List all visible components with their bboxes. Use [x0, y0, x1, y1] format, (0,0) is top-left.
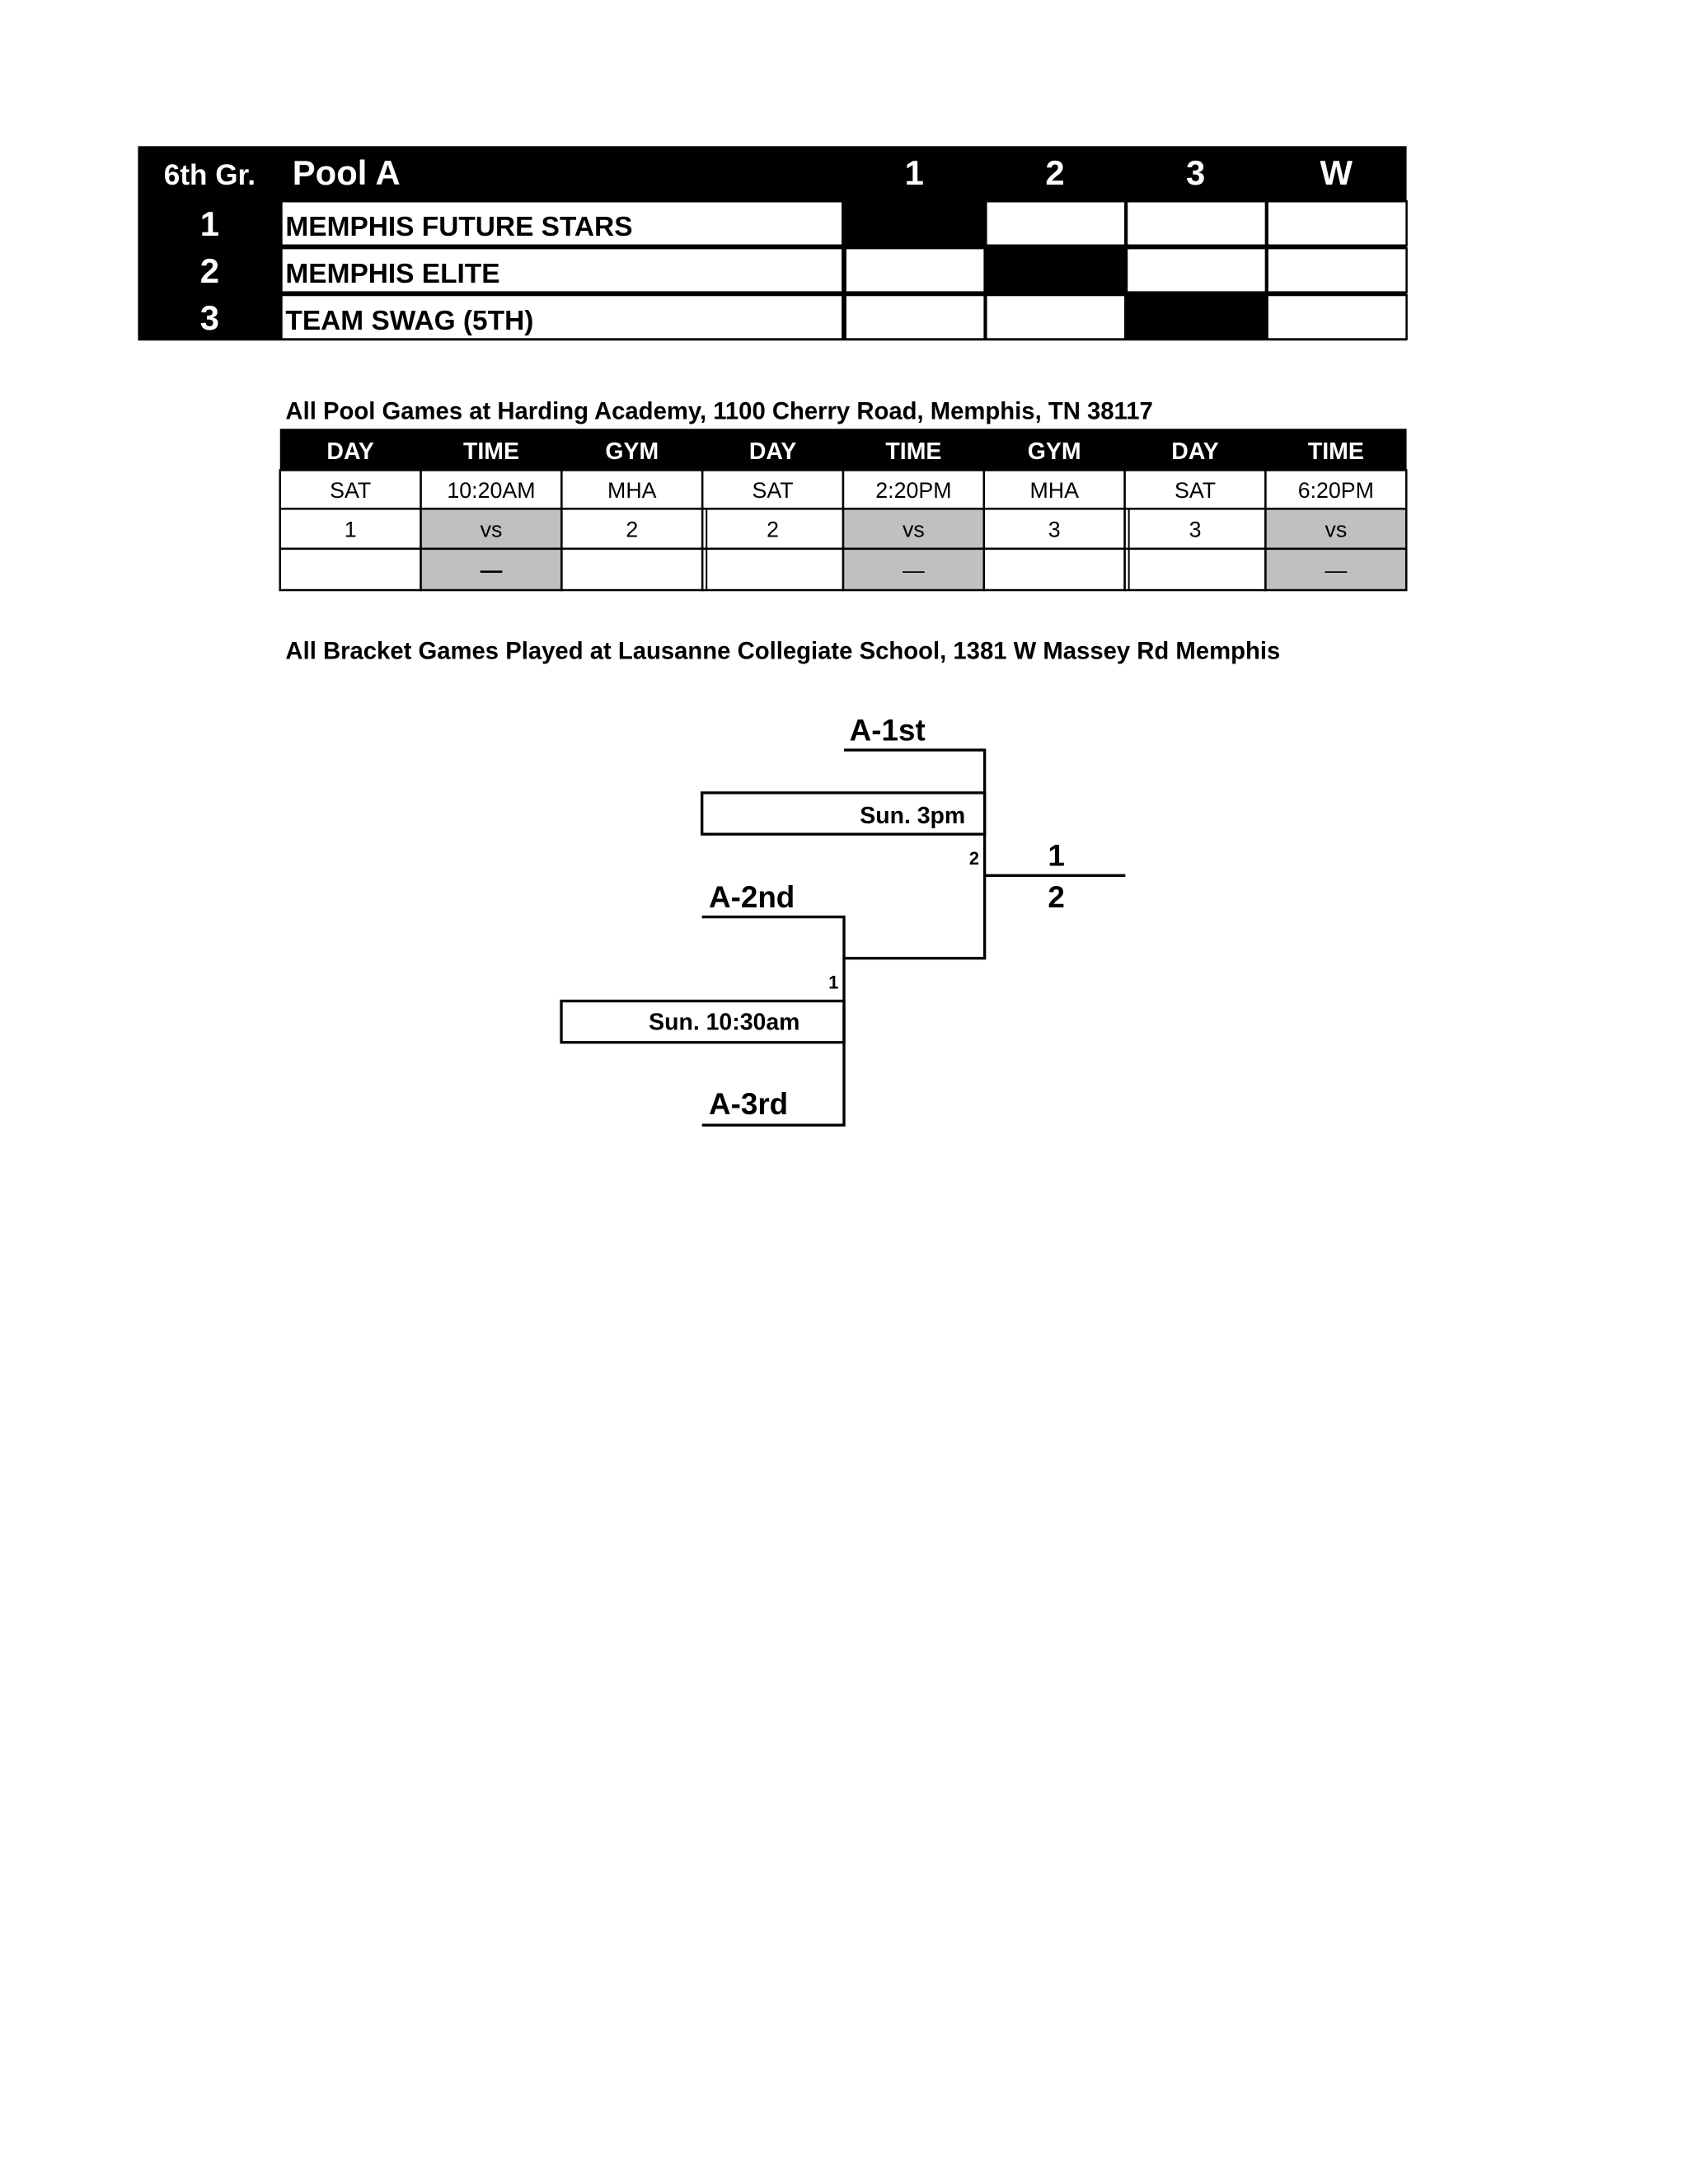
game1-box	[560, 999, 846, 1044]
column-header: 1	[905, 153, 924, 192]
team-row: 3 TEAM SWAG (5TH)	[200, 293, 1408, 340]
pool-standings-table: 6th Gr. Pool A 1 2 3 W 1 MEMPHIS FUTURE …	[138, 146, 1408, 341]
schedule-value: vs	[1325, 518, 1347, 542]
team-name: MEMPHIS FUTURE STARS	[285, 212, 632, 242]
schedule-value: vs	[903, 518, 925, 542]
game2-time: Sun. 3pm	[860, 803, 965, 829]
schedule-value: SAT	[330, 478, 371, 503]
schedule-cell	[279, 508, 422, 551]
team-seed: 3	[200, 298, 219, 337]
schedule-value: vs	[481, 518, 503, 542]
seed-third: A-3rd	[709, 1087, 788, 1121]
wins-cell[interactable]	[1266, 246, 1408, 293]
final-top: 1	[1048, 839, 1064, 873]
score-cell[interactable]	[985, 293, 1127, 340]
wins-cell[interactable]	[1266, 200, 1408, 247]
schedule-cell[interactable]	[420, 547, 563, 592]
team-name-cell	[280, 200, 844, 247]
schedule-cell	[420, 508, 563, 551]
schedule-value: 6:20PM	[1298, 478, 1374, 503]
game2-number: 2	[969, 848, 979, 869]
bracket-labels: A-1st Sun. 3pm 2 1 2 A-2nd 1 Sun. 10:30a…	[649, 713, 1065, 1120]
schedule-value: MHA	[1029, 478, 1079, 503]
schedule-header: GYM	[605, 438, 659, 465]
team-seed: 1	[200, 204, 219, 243]
schedule-header: DAY	[326, 438, 373, 465]
score-cell[interactable]	[985, 200, 1127, 247]
schedule-cell	[1264, 508, 1408, 551]
grade-label: 6th Gr.	[164, 159, 256, 191]
score-cell[interactable]	[844, 293, 986, 340]
schedule-cell[interactable]	[1264, 547, 1408, 592]
game2-box	[701, 791, 987, 836]
team-row: 1 MEMPHIS FUTURE STARS	[200, 200, 1408, 247]
score-cell[interactable]	[844, 246, 986, 293]
bracket-games-location: All Bracket Games Played at Lausanne Col…	[285, 639, 1280, 665]
schedule-header-bar	[279, 429, 1407, 471]
schedule-value: MHA	[607, 478, 657, 503]
pool-title: Pool A	[293, 153, 401, 192]
column-header: W	[1320, 153, 1353, 192]
schedule-header: TIME	[463, 438, 519, 465]
game1-number: 1	[828, 972, 838, 993]
schedule-cell	[1123, 469, 1267, 510]
schedule-value: SAT	[1175, 478, 1216, 503]
schedule-value: 1	[345, 518, 357, 542]
game1-time: Sun. 10:30am	[649, 1010, 799, 1036]
team-name-cell	[280, 246, 844, 293]
schedule-value: 3	[1189, 518, 1202, 542]
schedule-value: 10:20AM	[447, 478, 535, 503]
schedule-value: 2	[767, 518, 779, 542]
seed-first: A-1st	[850, 713, 926, 747]
schedule-cell[interactable]	[982, 547, 1126, 592]
schedule-cell[interactable]	[279, 547, 422, 592]
bracket-line-final	[844, 748, 987, 960]
schedule-value: SAT	[753, 478, 794, 503]
bracket	[560, 748, 1126, 1127]
team-seed: 2	[200, 251, 219, 290]
schedule-cell	[1264, 469, 1408, 510]
schedule-value: 2:20PM	[875, 478, 951, 503]
schedule-header: TIME	[885, 438, 941, 465]
schedule-value: —	[903, 558, 925, 583]
schedule-cell[interactable]	[560, 547, 704, 592]
team-name: TEAM SWAG (5TH)	[285, 306, 533, 336]
schedule-cell[interactable]	[842, 547, 986, 592]
schedule-value: —	[481, 558, 503, 583]
schedule-header: DAY	[749, 438, 796, 465]
column-header: 3	[1186, 153, 1205, 192]
pool-games-location: All Pool Games at Harding Academy, 1100 …	[285, 399, 1152, 425]
schedule-value: —	[1325, 558, 1347, 583]
seed-second: A-2nd	[709, 880, 795, 914]
schedule-table: DAY SAT 1 TIME 10:20AM vs — GYM MHA 2 DAY SAT 2 TIME 2…	[279, 429, 1408, 592]
schedule-cell[interactable]	[701, 547, 845, 592]
schedule-cell	[842, 508, 986, 551]
schedule-value: 3	[1048, 518, 1061, 542]
wins-cell[interactable]	[1266, 293, 1408, 340]
final-bottom: 2	[1048, 880, 1064, 914]
team-name: MEMPHIS ELITE	[285, 259, 499, 289]
schedule-value: 2	[626, 518, 638, 542]
score-cell[interactable]	[1125, 200, 1268, 247]
schedule-cell[interactable]	[1123, 547, 1267, 592]
team-row: 2 MEMPHIS ELITE	[200, 246, 1408, 293]
schedule-header: TIME	[1308, 438, 1364, 465]
schedule-header: DAY	[1171, 438, 1218, 465]
column-header: 2	[1045, 153, 1064, 192]
team-name-cell	[280, 293, 844, 340]
score-cell[interactable]	[1125, 246, 1268, 293]
schedule-header: GYM	[1028, 438, 1081, 465]
